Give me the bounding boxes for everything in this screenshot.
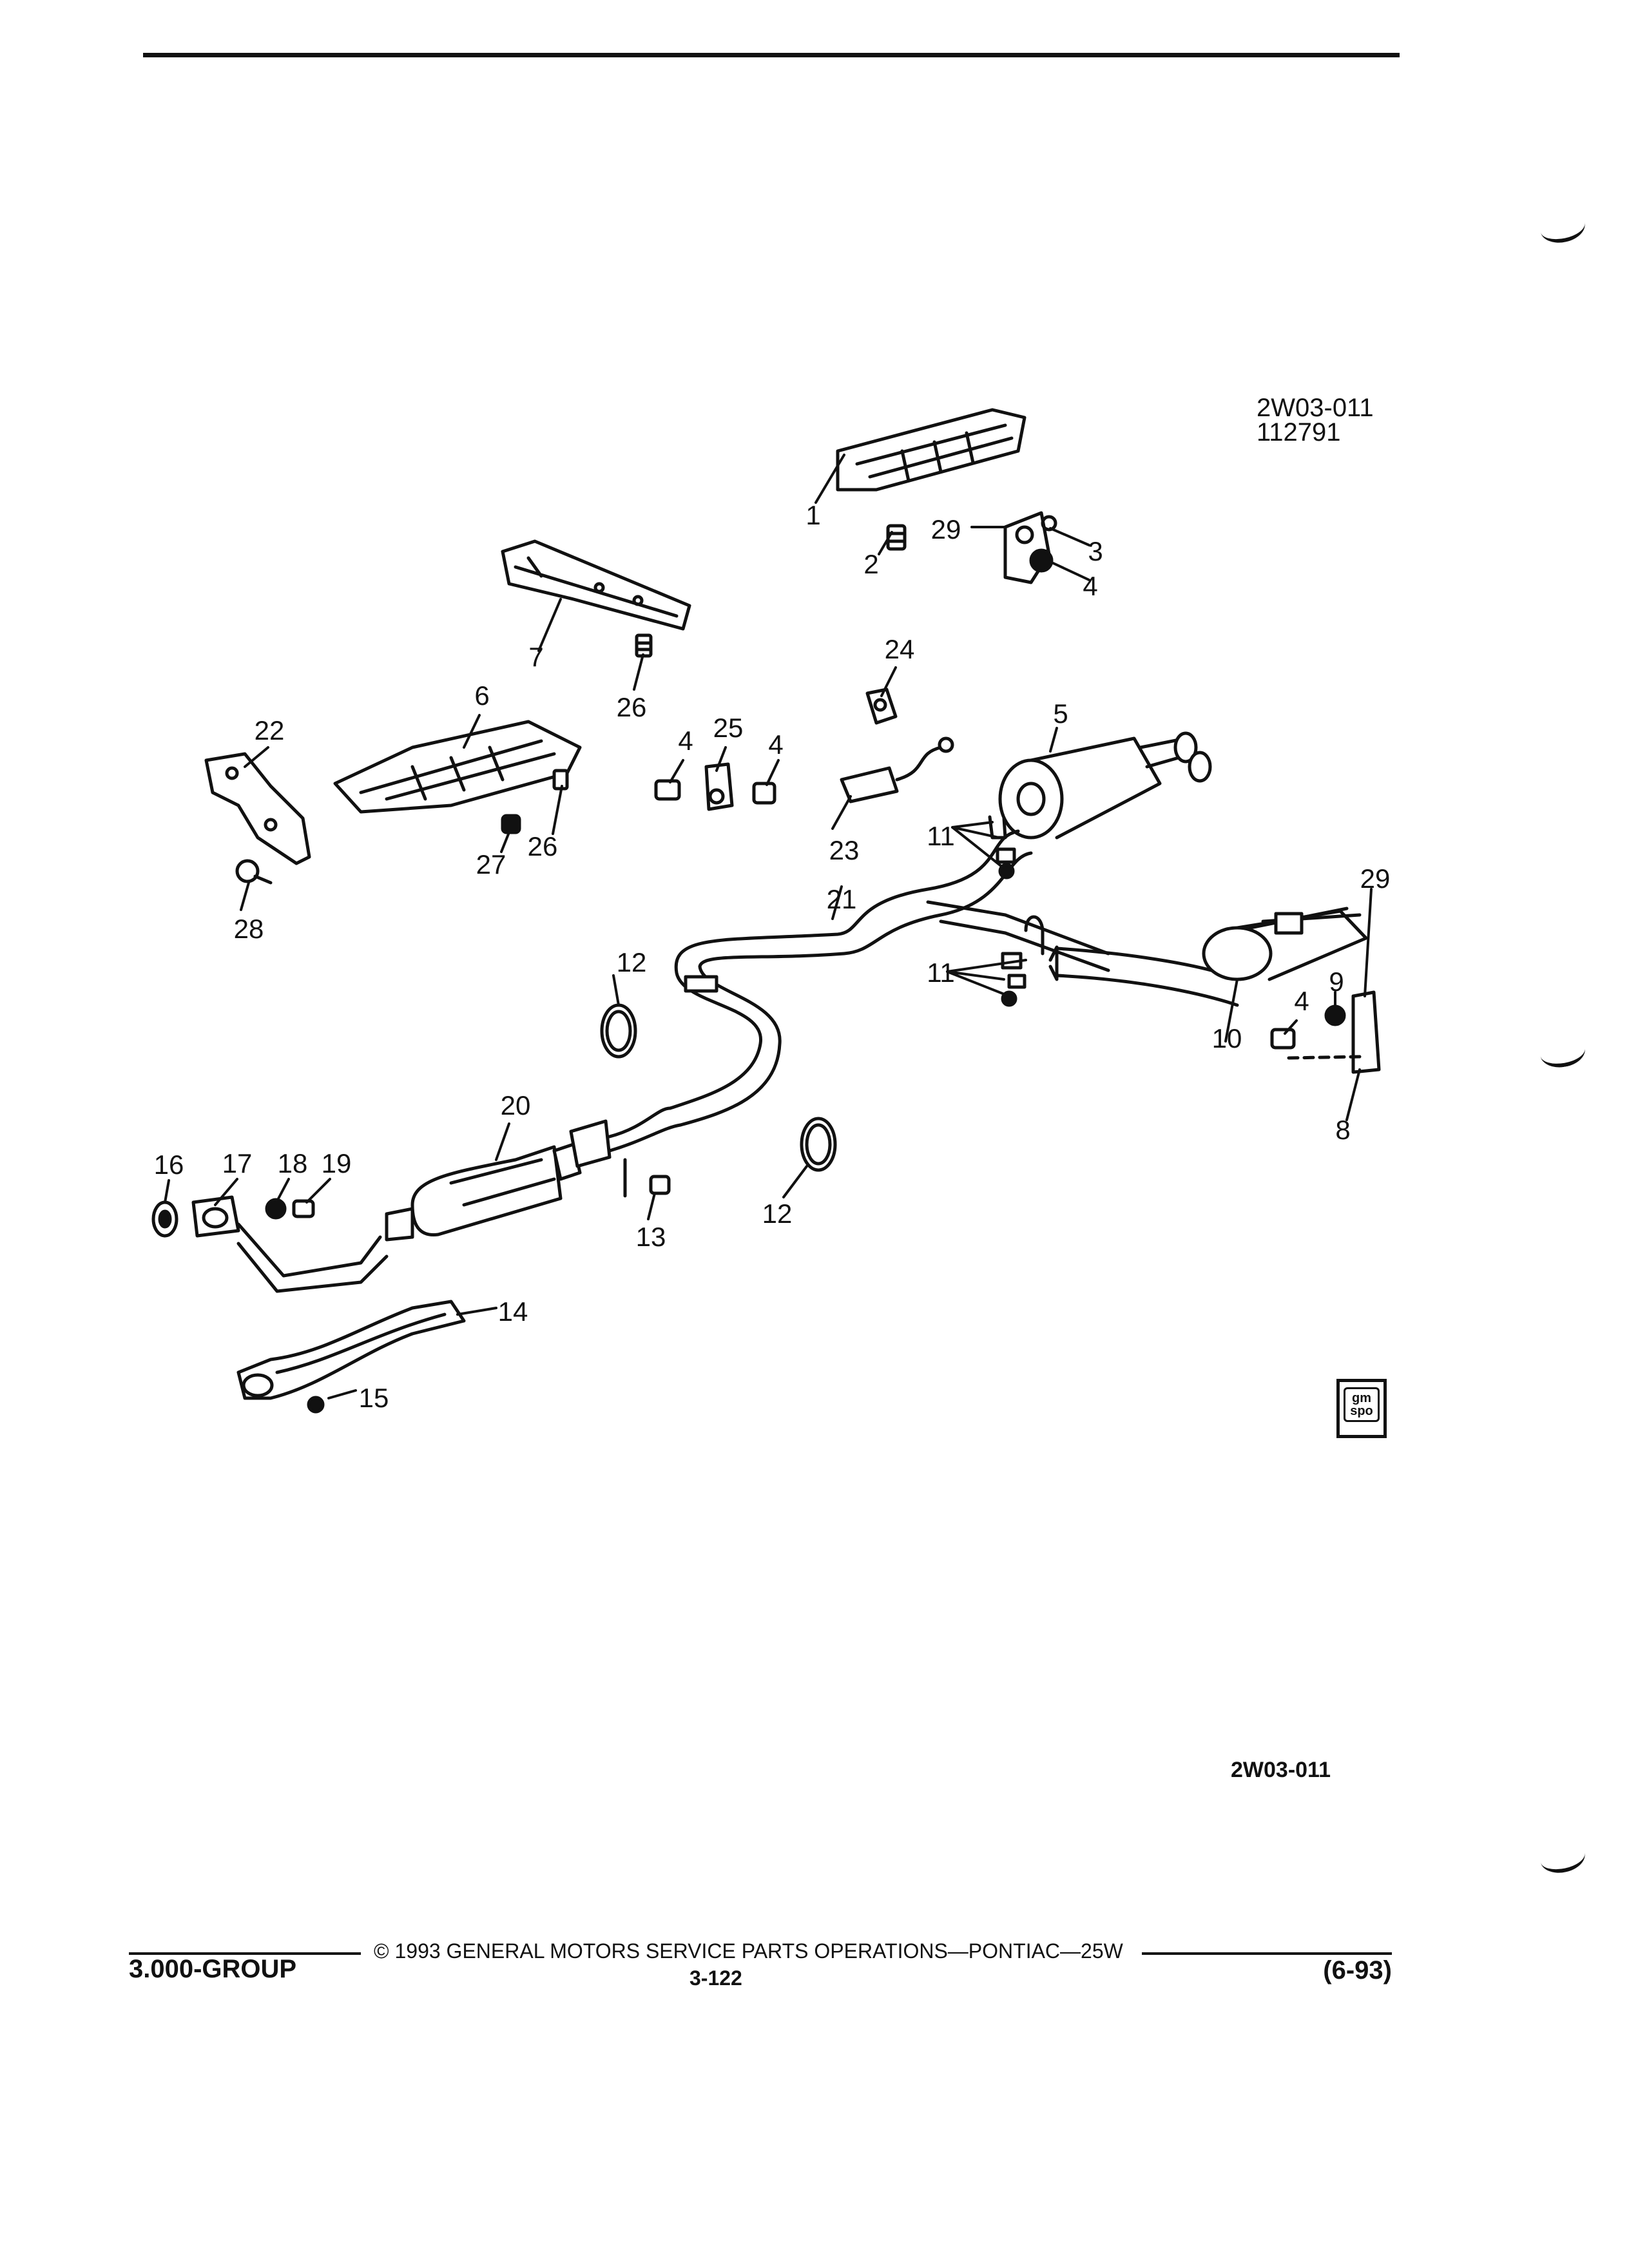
callout-4-right: 4 [768, 729, 784, 760]
callout-7: 7 [528, 642, 544, 672]
part-heat-shield-7 [501, 539, 691, 631]
part-gasket-12-lower [800, 1117, 837, 1172]
leader-lines [164, 454, 1373, 1399]
part-clamp-24 [865, 687, 898, 725]
part-front-pipe-17 [191, 1195, 389, 1293]
footer-rule-left [129, 1952, 361, 1955]
callout-29-upper: 29 [930, 514, 961, 544]
figure-code-bottom: 2W03-011 [1231, 1758, 1331, 1782]
part-bolt-4-left [654, 779, 681, 801]
figure-code: 2W03-011 [1257, 394, 1374, 422]
part-bracket-22 [204, 752, 311, 865]
callout-16: 16 [153, 1149, 184, 1180]
part-catalytic-converter-20 [385, 1142, 582, 1242]
logo-line-1: gm [1352, 1391, 1371, 1405]
part-heat-shield-6 [333, 720, 582, 814]
footer-copyright: © 1993 GENERAL MOTORS SERVICE PARTS OPER… [374, 1939, 1123, 1963]
gm-spo-logo: gm spo [1336, 1379, 1387, 1438]
callout-21: 21 [826, 884, 857, 914]
part-bolt-15 [307, 1396, 325, 1414]
callout-17: 17 [222, 1148, 253, 1178]
callout-15: 15 [358, 1383, 389, 1413]
logo-line-2: spo [1350, 1404, 1373, 1418]
part-hanger-rear [1270, 990, 1381, 1074]
callout-26-upper: 26 [616, 692, 647, 722]
callout-9: 9 [1329, 966, 1344, 997]
callout-20: 20 [500, 1090, 531, 1120]
callout-10: 10 [1211, 1023, 1242, 1053]
part-nut-27 [501, 814, 521, 834]
part-gasket-12-upper [600, 1003, 637, 1059]
callout-29-lower: 29 [1360, 863, 1391, 894]
callout-4-left: 4 [678, 726, 693, 756]
callout-13: 13 [635, 1222, 666, 1252]
callout-1: 1 [805, 500, 821, 530]
part-tailpipe-10 [1048, 907, 1368, 1007]
callout-24: 24 [884, 634, 915, 664]
part-bolt-4-right [752, 782, 776, 805]
part-bolt-28 [235, 859, 273, 885]
footer-group: 3.000-GROUP [129, 1955, 297, 1983]
callout-18: 18 [277, 1148, 308, 1178]
part-flange-13 [569, 1106, 682, 1198]
callout-26-lower: 26 [527, 831, 558, 861]
part-heat-shield-upper [836, 408, 1027, 492]
part-stud-19 [292, 1199, 315, 1218]
callout-6: 6 [474, 680, 490, 711]
callout-27: 27 [476, 849, 506, 879]
callout-12-lower: 12 [762, 1198, 793, 1229]
callout-5: 5 [1053, 698, 1068, 729]
callout-28: 28 [233, 914, 264, 944]
callout-22: 22 [254, 715, 285, 745]
callout-19: 19 [321, 1148, 352, 1178]
callout-11-upper: 11 [927, 821, 955, 851]
figure-date-code: 112791 [1257, 418, 1341, 447]
part-hanger-25 [704, 762, 734, 811]
callout-3: 3 [1088, 536, 1103, 566]
part-seal-16 [151, 1200, 178, 1238]
callout-4-upper: 4 [1083, 571, 1098, 601]
part-fastener-26-lower [552, 769, 569, 791]
part-fastener-26-upper [635, 633, 653, 658]
part-bracket-23 [840, 736, 954, 803]
footer-page-number: 3-122 [689, 1966, 742, 1990]
part-nut-18 [265, 1198, 287, 1220]
callout-14: 14 [497, 1296, 528, 1327]
part-fastener-2 [886, 524, 907, 551]
callout-25: 25 [713, 713, 744, 743]
part-hanger-bracket-upper [1003, 511, 1057, 584]
callout-11-lower: 11 [927, 957, 955, 988]
callout-4-rear: 4 [1294, 986, 1309, 1016]
page-footer: 3.000-GROUP © 1993 GENERAL MOTORS SERVIC… [129, 1939, 1392, 2017]
top-rule [143, 53, 1400, 57]
part-pipe-21 [668, 829, 1110, 1127]
footer-rule-right [1142, 1952, 1392, 1955]
callout-2: 2 [863, 549, 879, 579]
callout-12-upper: 12 [616, 947, 647, 977]
part-muffler-5 [998, 731, 1212, 840]
part-crossover-pipe-14 [236, 1300, 466, 1400]
callout-8: 8 [1335, 1115, 1351, 1145]
footer-date: (6-93) [1323, 1956, 1392, 1984]
callout-23: 23 [829, 835, 860, 865]
figure-reference: 2W03-011 112791 [1257, 394, 1374, 447]
